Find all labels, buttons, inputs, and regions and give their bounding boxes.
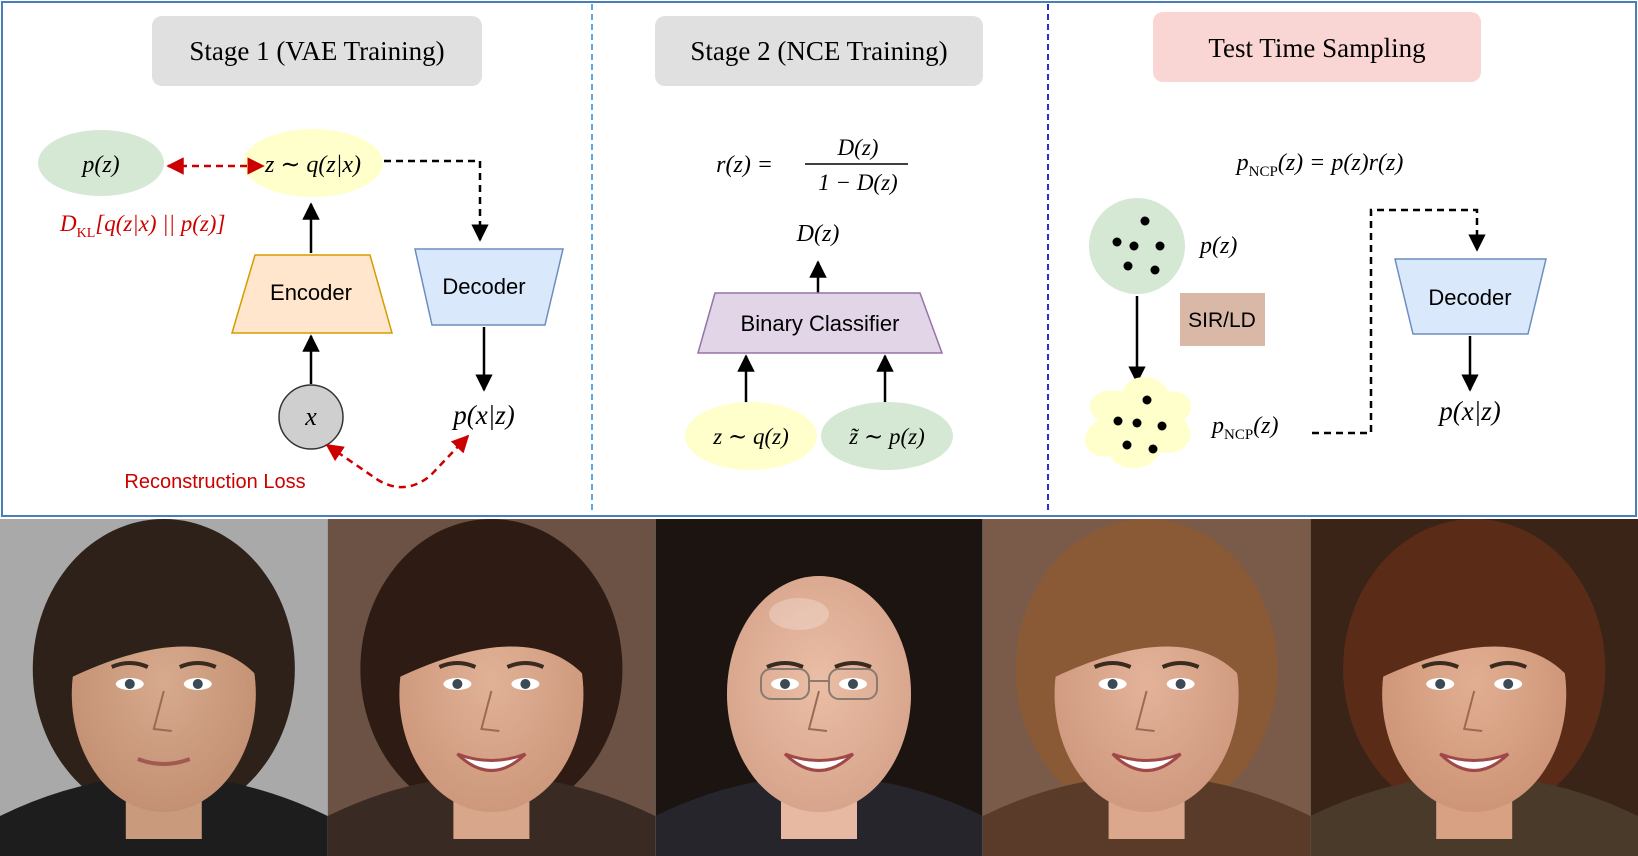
test-prior-label: p(z) (1198, 233, 1237, 259)
test-title-box (1153, 12, 1481, 82)
p-sample-node (821, 402, 953, 470)
face-woman-brown-bangs (982, 519, 1311, 856)
test-prior-samples (1112, 216, 1165, 275)
encoder-block (230, 254, 393, 334)
face-woman-curly-hair (1310, 519, 1638, 856)
stage2-title: Stage 2 (NCE Training) (690, 36, 947, 66)
ncp-label: pNCP(z) (1210, 413, 1279, 443)
face-man-dark-hair (0, 519, 328, 856)
sampler-box (1180, 293, 1265, 346)
posterior-node (243, 129, 383, 197)
ratio-numerator: D(z) (837, 135, 879, 160)
reconstruction-loss-label: Reconstruction Loss (124, 471, 305, 493)
p-sample-label: z̃ ∼ p(z) (848, 424, 925, 449)
test-title: Test Time Sampling (1208, 33, 1425, 63)
input-node (278, 384, 344, 450)
decoder-block (414, 248, 564, 326)
likelihood-label: p(x|z) (451, 400, 514, 430)
ncp-to-decoder-arrow (1312, 208, 1486, 435)
stage1-title-box (152, 16, 482, 86)
sampler-label: SIR/LD (1188, 309, 1256, 332)
q-sample-label: z ∼ q(z) (712, 424, 789, 449)
stage2-title-box (655, 16, 983, 86)
ratio-denominator: 1 − D(z) (818, 170, 897, 195)
ncp-samples (1113, 395, 1167, 454)
generated-faces-strip (0, 519, 1638, 856)
encoder-label: Encoder (270, 280, 352, 305)
test-likelihood-label: p(x|z) (1437, 396, 1500, 426)
binary-classifier-block (697, 292, 944, 354)
face-woman-bangs-smile (327, 519, 656, 856)
reconstruction-loss-arrow (325, 434, 470, 489)
stage1-title: Stage 1 (VAE Training) (189, 36, 444, 66)
decoder-label: Decoder (442, 274, 525, 299)
q-sample-node (685, 402, 817, 470)
ratio-lhs: r(z) = (716, 152, 773, 178)
posterior-to-decoder-arrow (384, 159, 489, 242)
input-label: x (304, 402, 317, 431)
test-decoder-block (1394, 258, 1547, 335)
binary-classifier-label: Binary Classifier (741, 311, 900, 336)
face-bald-man-glasses (655, 519, 983, 856)
posterior-label: z ∼ q(z|x) (264, 152, 361, 178)
discriminator-output-label: D(z) (796, 221, 840, 247)
prior-label: p(z) (80, 152, 119, 178)
test-decoder-label: Decoder (1428, 285, 1511, 310)
ncp-equation: pNCP(z) = p(z)r(z) (1235, 150, 1404, 180)
prior-node (38, 130, 164, 196)
kl-divergence-label: DKL[q(z|x) || p(z)] (59, 211, 225, 241)
